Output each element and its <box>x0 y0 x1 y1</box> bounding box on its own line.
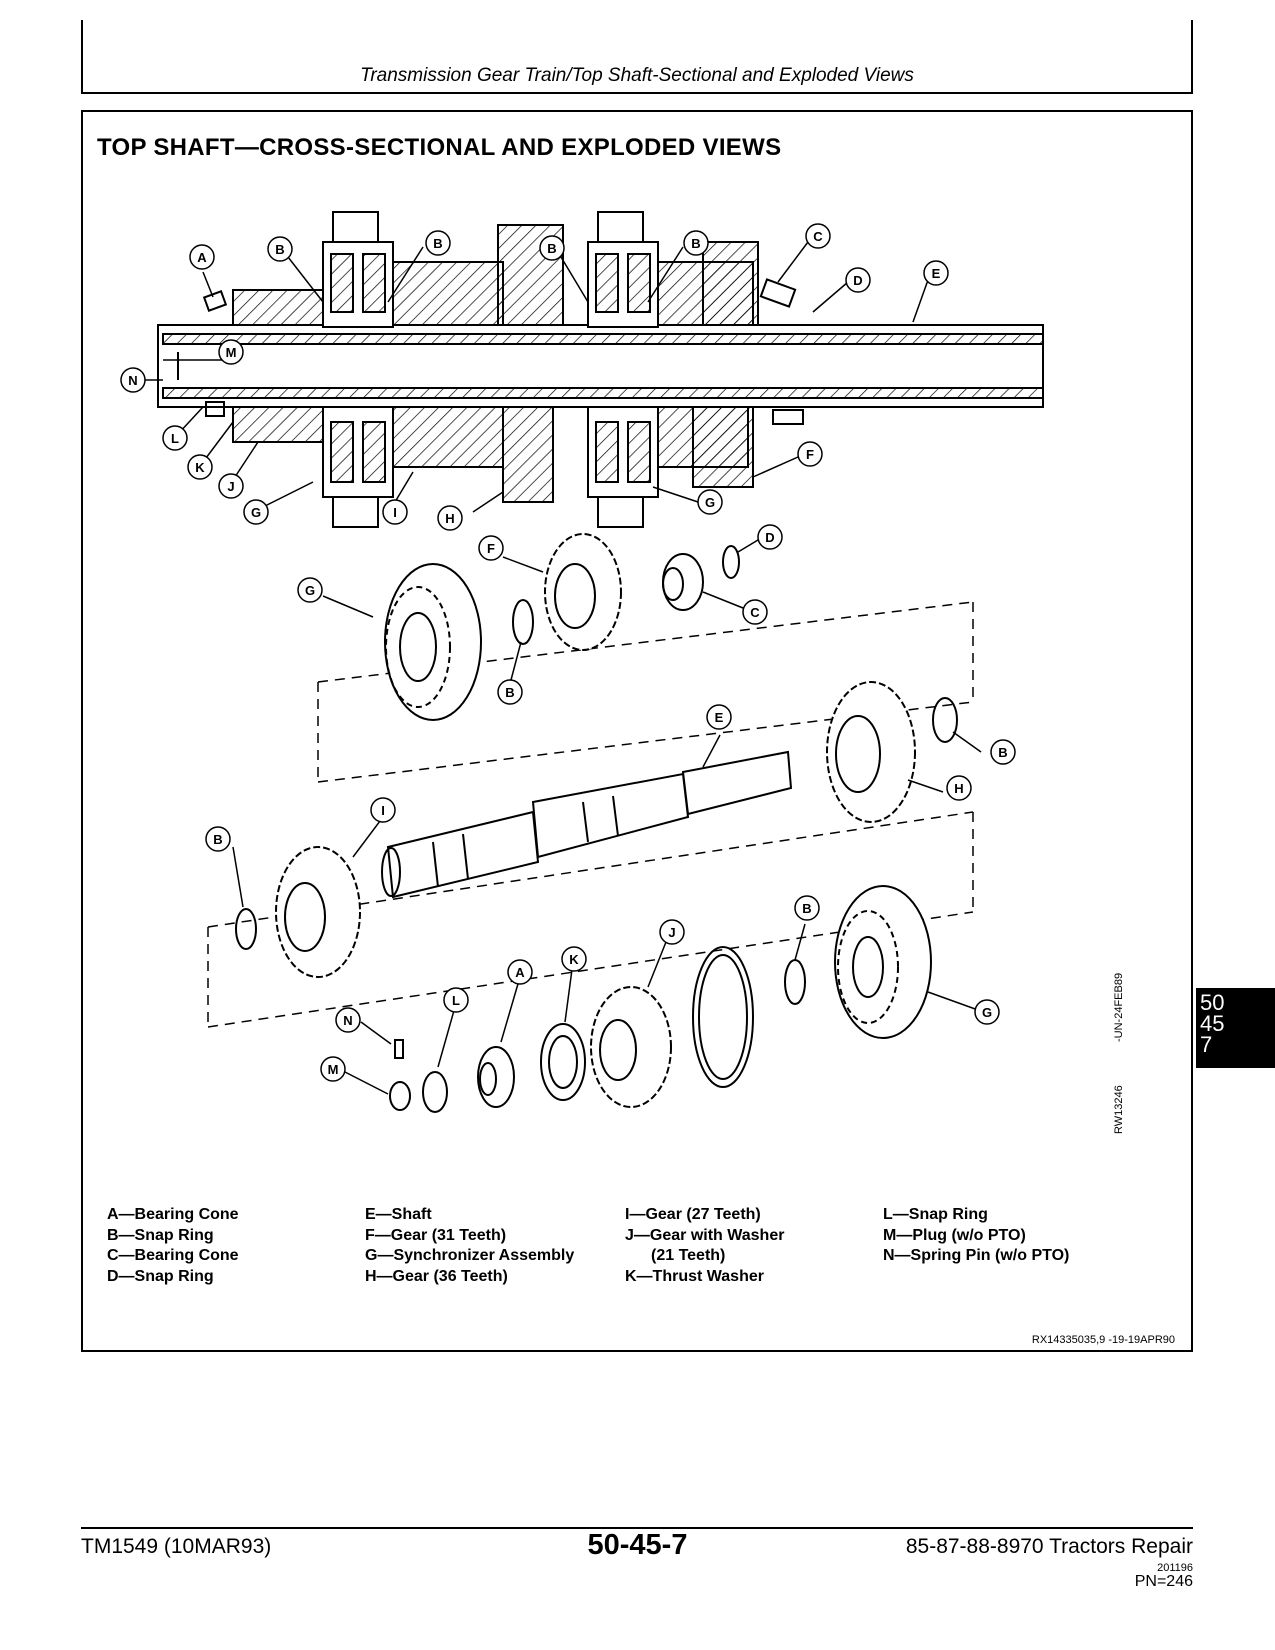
callout-g: G <box>251 505 261 520</box>
section-tab-line: 7 <box>1200 1032 1213 1057</box>
callout-f: F <box>487 541 495 556</box>
callout-c: C <box>750 605 760 620</box>
legend-item: I—Gear (27 Teeth) <box>625 1206 761 1223</box>
callout-g: G <box>305 583 315 598</box>
callout-f: F <box>806 447 814 462</box>
section-tab: 50 45 7 <box>1196 988 1275 1068</box>
legend-item: G—Synchronizer Assembly <box>365 1247 575 1264</box>
legend-item: (21 Teeth) <box>651 1247 726 1264</box>
legend-column-2: E—Shaft F—Gear (31 Teeth) G—Synchronizer… <box>365 1205 574 1287</box>
callout-j: J <box>227 479 234 494</box>
legend-item: C—Bearing Cone <box>107 1247 239 1264</box>
callout-a: A <box>515 965 525 980</box>
legend-item: D—Snap Ring <box>107 1267 214 1285</box>
callout-j: J <box>668 925 675 940</box>
legend-item: B—Snap Ring <box>107 1226 214 1244</box>
callout-h: H <box>445 511 454 526</box>
footer-code: 201196 <box>1157 1562 1193 1574</box>
callout-c: C <box>813 229 823 244</box>
header-title: Transmission Gear Train/Top Shaft-Sectio… <box>360 65 914 86</box>
callout-d: D <box>765 530 774 545</box>
callout-n: N <box>343 1013 352 1028</box>
section-title: TOP SHAFT—CROSS-SECTIONAL AND EXPLODED V… <box>97 134 782 161</box>
callout-b: B <box>691 236 700 251</box>
callout-m: M <box>328 1062 339 1077</box>
figure-code-2: RW13246 <box>1113 1085 1125 1134</box>
legend-column-3: I—Gear (27 Teeth) J—Gear with Washer (21… <box>625 1205 784 1287</box>
figure-panel: TOP SHAFT—CROSS-SECTIONAL AND EXPLODED V… <box>81 110 1193 1352</box>
figure-code-1: -UN-24FEB89 <box>1113 972 1125 1042</box>
callout-b: B <box>547 241 556 256</box>
section-tab-line: 45 <box>1200 1011 1225 1036</box>
legend-item: A—Bearing Cone <box>107 1206 239 1223</box>
callout-b: B <box>998 745 1007 760</box>
reference-code: RX14335035,9 -19-19APR90 <box>1031 1334 1175 1346</box>
footer-manual-title: 85-87-88-8970 Tractors Repair <box>905 1535 1193 1558</box>
page-header: Transmission Gear Train/Top Shaft-Sectio… <box>81 20 1193 94</box>
callout-b: B <box>802 901 811 916</box>
legend-item: N—Spring Pin (w/o PTO) <box>883 1247 1070 1264</box>
footer-pn: PN=246 <box>1134 1573 1193 1590</box>
legend-item: L—Snap Ring <box>883 1206 988 1223</box>
callout-d: D <box>853 273 862 288</box>
legend-column-4: L—Snap Ring M—Plug (w/o PTO) N—Spring Pi… <box>883 1205 1069 1267</box>
callout-b: B <box>275 242 284 257</box>
footer-page-number: 50-45-7 <box>587 1529 688 1561</box>
legend-item: F—Gear (31 Teeth) <box>365 1226 507 1244</box>
footer-rule <box>81 1527 1193 1529</box>
callout-l: L <box>452 993 460 1008</box>
callout-b: B <box>433 236 442 251</box>
legend-item: E—Shaft <box>365 1206 432 1223</box>
legend-item: H—Gear (36 Teeth) <box>365 1267 508 1285</box>
callout-m: M <box>226 345 237 360</box>
section-tab-line: 50 <box>1200 990 1225 1015</box>
callout-b: B <box>505 685 514 700</box>
callout-b: B <box>213 832 222 847</box>
callout-n: N <box>128 373 137 388</box>
top-shaft-illustration: A B B B B C D E M N L K J G F I H G G F … <box>120 211 1044 1113</box>
callout-k: K <box>569 952 579 967</box>
legend-item: J—Gear with Washer <box>625 1226 785 1244</box>
legend-item: M—Plug (w/o PTO) <box>883 1226 1026 1244</box>
callout-g: G <box>982 1005 992 1020</box>
callout-i: I <box>393 505 397 520</box>
callout-h: H <box>954 781 963 796</box>
callout-g: G <box>705 495 715 510</box>
callout-e: E <box>932 266 941 281</box>
legend-item: K—Thrust Washer <box>625 1267 764 1285</box>
callout-a: A <box>197 250 207 265</box>
callout-k: K <box>195 460 205 475</box>
callout-i: I <box>381 803 385 818</box>
callout-e: E <box>715 710 724 725</box>
legend-column-1: A—Bearing Cone B—Snap Ring C—Bearing Con… <box>107 1205 239 1287</box>
callout-l: L <box>171 431 179 446</box>
footer-manual-id: TM1549 (10MAR93) <box>81 1535 272 1558</box>
